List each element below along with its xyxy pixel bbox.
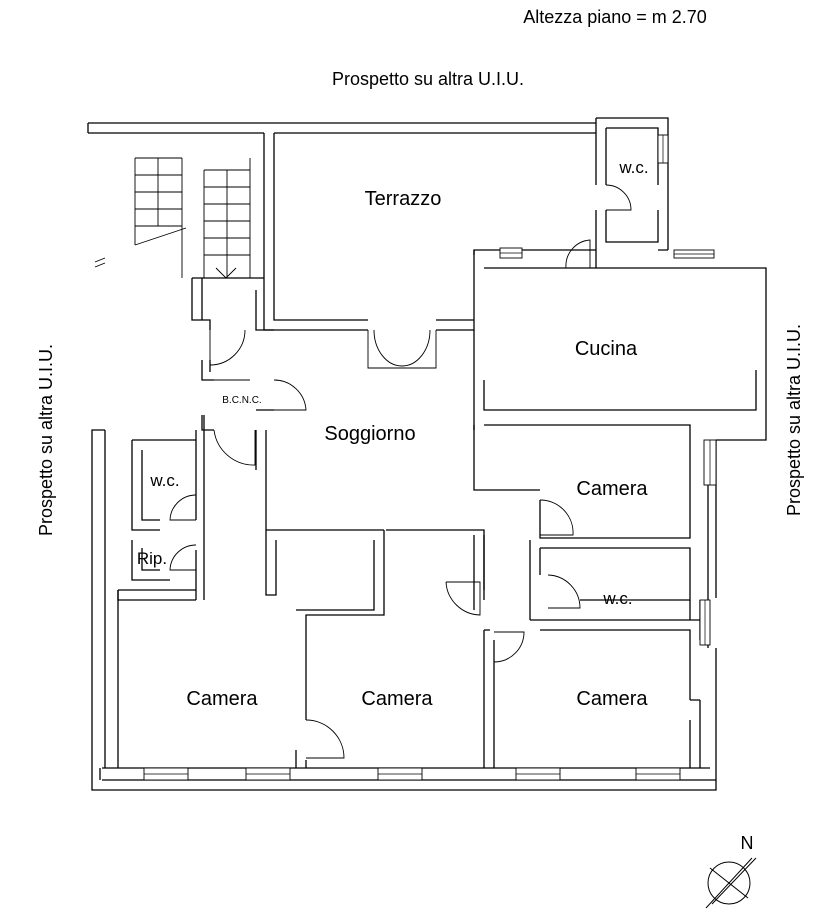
room-label-cucina: Cucina (575, 338, 638, 360)
door-camera-bottom-right (493, 631, 525, 663)
room-label-soggiorno: Soggiorno (324, 423, 415, 445)
door-camera-mid (539, 499, 574, 536)
windows (143, 134, 717, 781)
room-label-wc-left: w.c. (149, 471, 179, 490)
top-facade-label: Prospetto su altra U.I.U. (332, 69, 524, 89)
door-kitchen-terrace (565, 239, 591, 269)
room-label-terrazzo: Terrazzo (365, 188, 442, 210)
right-facade-label: Prospetto su altra U.I.U. (784, 324, 804, 516)
door-camera-bottom-mid (445, 581, 481, 616)
door-corridor (213, 429, 256, 466)
room-label-bcnc: B.C.N.C. (222, 395, 261, 406)
door-terrace (367, 329, 437, 369)
room-label-camera-bottom-right: Camera (576, 688, 648, 710)
room-label-wc-terrace: w.c. (618, 158, 648, 177)
room-label-wc-right: w.c. (602, 589, 632, 608)
door-bcnc-top (209, 329, 246, 366)
interior-walls (117, 277, 757, 768)
door-wc-right (547, 574, 581, 609)
room-label-camera-mid-right: Camera (576, 478, 648, 500)
room-label-rip: Rip. (137, 549, 167, 568)
outer-walls (87, 117, 767, 791)
door-rip (169, 544, 197, 571)
door-bcnc (214, 379, 307, 411)
door-wc-left (169, 494, 197, 521)
left-facade-label: Prospetto su altra U.I.U. (36, 344, 56, 536)
room-label-camera-bottom-mid: Camera (361, 688, 433, 710)
staircase (94, 157, 251, 279)
door-wc-terrace (605, 184, 632, 211)
doors (169, 184, 632, 759)
north-arrow-icon: N (705, 833, 757, 909)
room-label-camera-bottom-left: Camera (186, 688, 258, 710)
door-camera-bottom-left (305, 719, 345, 759)
floor-height-note: Altezza piano = m 2.70 (523, 7, 707, 27)
north-label: N (741, 833, 754, 853)
